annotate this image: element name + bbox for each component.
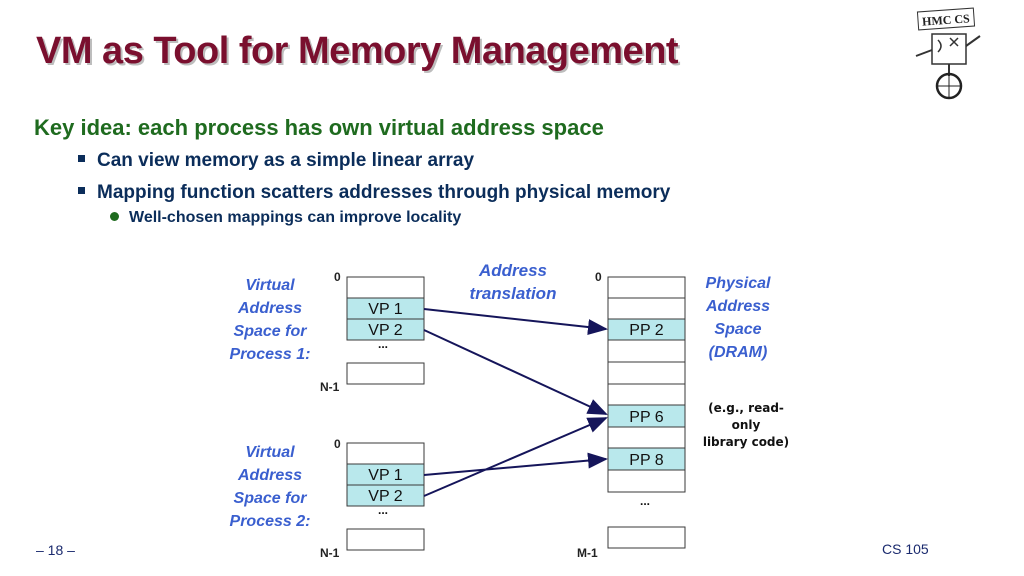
pas-cell-1 (607, 297, 686, 320)
vas2-label-line: Address (237, 467, 303, 484)
vas1-label-line: Address (237, 300, 303, 317)
vas1-label-line: Process 1: (229, 346, 311, 363)
pas-label: Physical Address Space (DRAM) (692, 272, 784, 364)
square-bullet-icon (78, 187, 85, 195)
page-number: – 18 – (36, 542, 75, 558)
read-only-note: (e.g., read-only library code) (694, 400, 798, 451)
hmc-cs-logo: HMC CS (915, 7, 981, 100)
address-translation-label: Address translation (460, 259, 566, 305)
vas1-vp1-label: VP 1 (368, 301, 403, 318)
vas1-start-address: 0 (334, 270, 341, 284)
pas-cell-4 (607, 361, 686, 385)
pas-label-line: Physical (705, 275, 771, 292)
vas1-cell-vp2 (346, 318, 425, 341)
pas-cell-3 (607, 339, 686, 363)
vas2-cell-0 (346, 442, 425, 465)
bullet-text: Can view memory as a simple linear array (97, 150, 475, 171)
vas1-cell-last (346, 362, 425, 385)
pas-end-address: M-1 (577, 546, 598, 560)
pas-pp6-label: PP 6 (629, 409, 664, 426)
pas-cell-5 (607, 383, 686, 406)
pas-cell-9 (607, 469, 686, 493)
vas2-ellipsis: ... (378, 503, 389, 517)
note-line: library code) (702, 435, 790, 449)
vas2-start-address: 0 (334, 437, 341, 451)
pas-cell-7 (607, 426, 686, 449)
logo-text: HMC CS (922, 11, 971, 28)
vas1-label-line: Space for (233, 323, 307, 340)
vas2-label: Virtual Address Space for Process 2: (222, 441, 318, 533)
vas1-label: Virtual Address Space for Process 1: (222, 274, 318, 366)
vas2-cell-last (346, 528, 425, 551)
arrow-p2vp2-pp6 (423, 417, 608, 497)
vas2-label-line: Virtual (245, 444, 295, 461)
pas-pp2-label: PP 2 (629, 322, 664, 339)
vas2-label-line: Space for (233, 490, 307, 507)
square-bullet-icon (78, 155, 85, 163)
bullet-text: Mapping function scatters addresses thro… (97, 182, 671, 203)
vas2-vp1-label: VP 1 (368, 467, 403, 484)
pas-label-line: Address (705, 298, 771, 315)
bullet-mapping-function: Mapping function scatters addresses thro… (78, 182, 670, 204)
vas2-label-line: Process 2: (229, 513, 311, 530)
key-idea: Key idea: each process has own virtual a… (34, 115, 604, 140)
translation-label-line: Address (478, 261, 548, 280)
round-bullet-icon (110, 212, 119, 222)
vas1-end-address: N-1 (320, 380, 340, 394)
sub-bullet-locality: Well-chosen mappings can improve localit… (110, 209, 461, 227)
note-line: (e.g., read-only (708, 401, 784, 432)
vas1-ellipsis: ... (378, 337, 389, 351)
arrow-p2vp1-pp8 (423, 452, 608, 476)
pas-pp8-label: PP 8 (629, 452, 664, 469)
translation-label-line: translation (469, 284, 557, 303)
pas-label-line: (DRAM) (708, 344, 768, 361)
vas2-vp2-label: VP 2 (368, 488, 403, 505)
vas1-vp2-label: VP 2 (368, 322, 403, 339)
vas1-label-line: Virtual (245, 277, 295, 294)
sub-bullet-text: Well-chosen mappings can improve localit… (129, 209, 462, 226)
arrow-p1vp1-pp2 (423, 308, 608, 335)
bullet-linear-array: Can view memory as a simple linear array (78, 150, 474, 172)
vas1-cell-0 (346, 276, 425, 299)
pas-cell-0 (607, 276, 686, 299)
arrow-p1vp2-pp6 (423, 329, 608, 415)
pas-label-line: Space (714, 321, 762, 338)
pas-ellipsis: ... (640, 494, 651, 508)
course-label: CS 105 (882, 541, 929, 557)
pas-cell-last (607, 526, 686, 549)
vas2-end-address: N-1 (320, 546, 340, 560)
pas-start-address: 0 (595, 270, 602, 284)
slide-title: VM as Tool for Memory Management (36, 30, 679, 72)
